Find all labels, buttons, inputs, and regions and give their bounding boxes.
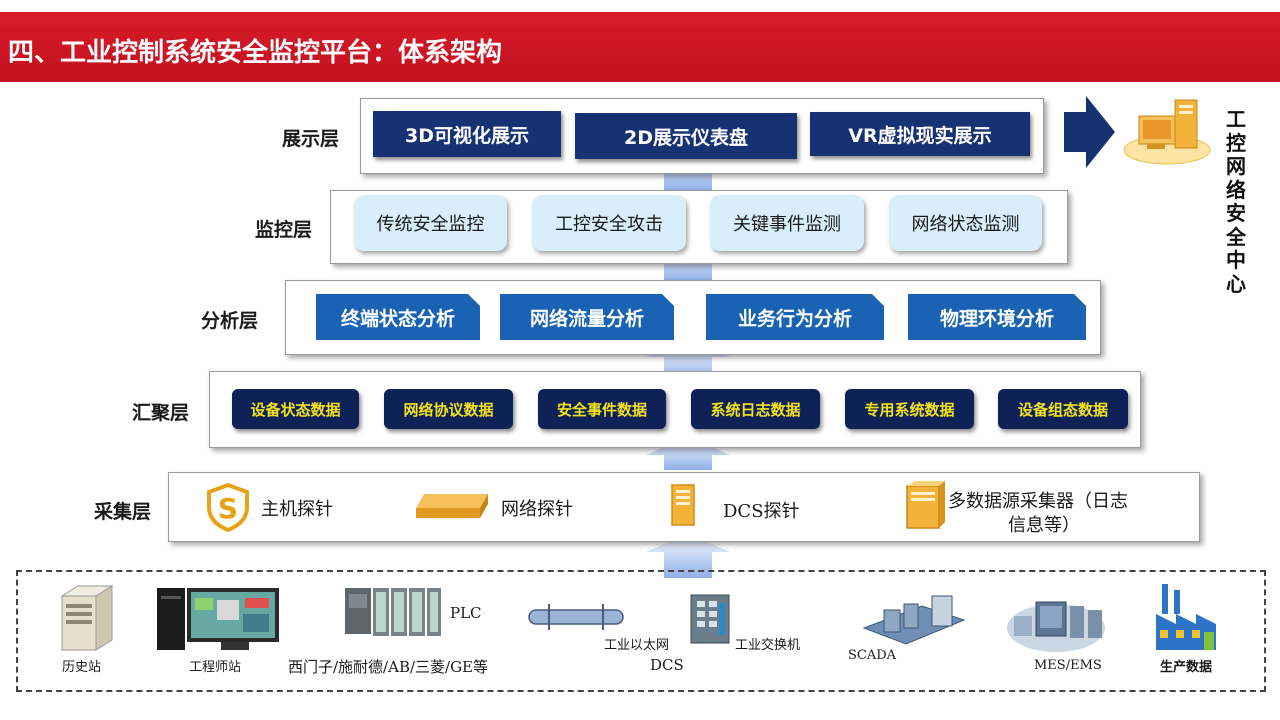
security-center-title: 工控网络安全中心 [1226, 107, 1246, 296]
device-label-switch: 工业交换机 [735, 638, 801, 653]
device-label-history: 历史站 [62, 660, 102, 675]
mes-ems-icon [1007, 601, 1105, 652]
aggregate-item-protocol: 网络协议数据 [384, 389, 513, 429]
scada-icon [862, 595, 966, 645]
shield-s-icon: S [207, 482, 249, 533]
monitor-item-network-state: 网络状态监测 [889, 195, 1042, 251]
monitor-item-key-event: 关键事件监测 [710, 195, 864, 251]
network-probe-icon [416, 494, 488, 518]
header-bar [0, 12, 1280, 82]
monitor-item-attack: 工控安全攻击 [532, 195, 686, 251]
computer-cloud-icon [1123, 99, 1211, 165]
up-arrow-1 [646, 533, 730, 578]
collect-item-host-probe: 主机探针 [261, 499, 333, 520]
factory-icon [1156, 584, 1216, 650]
layer-label-analysis: 分析层 [201, 310, 259, 332]
up-arrow-2 [646, 436, 730, 470]
server-box-icon [906, 481, 945, 529]
collect-item-network-probe: 网络探针 [501, 499, 573, 520]
aggregate-item-system-log: 系统日志数据 [691, 389, 820, 429]
history-server-icon [60, 585, 114, 651]
device-label-engineer: 工程师站 [189, 660, 242, 675]
aggregate-item-dedicated: 专用系统数据 [845, 389, 974, 429]
field-devices-box [16, 570, 1266, 692]
device-label-plc-vendors: 西门子/施耐德/AB/三菱/GE等 [288, 658, 489, 676]
device-label-ethernet: 工业以太网 [604, 638, 670, 653]
analysis-item-business: 业务行为分析 [706, 294, 884, 340]
plc-rack-icon [345, 588, 441, 636]
display-item-3d: 3D可视化展示 [373, 111, 561, 157]
layer-label-collect: 采集层 [94, 501, 152, 523]
layer-label-display: 展示层 [282, 128, 340, 150]
device-label-production: 生产数据 [1160, 660, 1213, 675]
dcs-probe-icon [671, 484, 695, 526]
page-title: 四、工业控制系统安全监控平台：体系架构 [8, 38, 503, 68]
svg-text:S: S [218, 492, 238, 525]
collect-item-dcs-probe: DCS探针 [723, 501, 800, 522]
analysis-item-terminal: 终端状态分析 [316, 294, 480, 340]
aggregate-item-device-state: 设备状态数据 [232, 389, 359, 429]
layer-label-aggregate: 汇聚层 [132, 402, 190, 424]
device-label-mes: MES/EMS [1034, 658, 1102, 673]
display-item-2d: 2D展示仪表盘 [575, 113, 797, 159]
right-arrow [1064, 96, 1115, 168]
ethernet-bus-icon [528, 604, 624, 630]
device-label-dcs: DCS [650, 656, 684, 674]
aggregate-item-security-event: 安全事件数据 [538, 389, 666, 429]
collect-item-multi-source-line2: 信息等） [1008, 515, 1080, 536]
industrial-switch-icon [690, 594, 730, 644]
device-label-plc: PLC [450, 604, 482, 622]
monitor-item-traditional: 传统安全监控 [354, 195, 507, 251]
display-item-vr: VR虚拟现实展示 [810, 112, 1030, 156]
collect-item-multi-source-line1: 多数据源采集器（日志 [948, 491, 1128, 512]
aggregate-item-config: 设备组态数据 [998, 389, 1128, 429]
engineer-station-icon [157, 588, 279, 650]
device-label-scada: SCADA [848, 648, 897, 663]
analysis-item-traffic: 网络流量分析 [500, 294, 674, 340]
layer-label-monitor: 监控层 [255, 219, 313, 241]
aggregate-layer-box [209, 371, 1141, 448]
analysis-item-physical: 物理环境分析 [908, 294, 1086, 340]
